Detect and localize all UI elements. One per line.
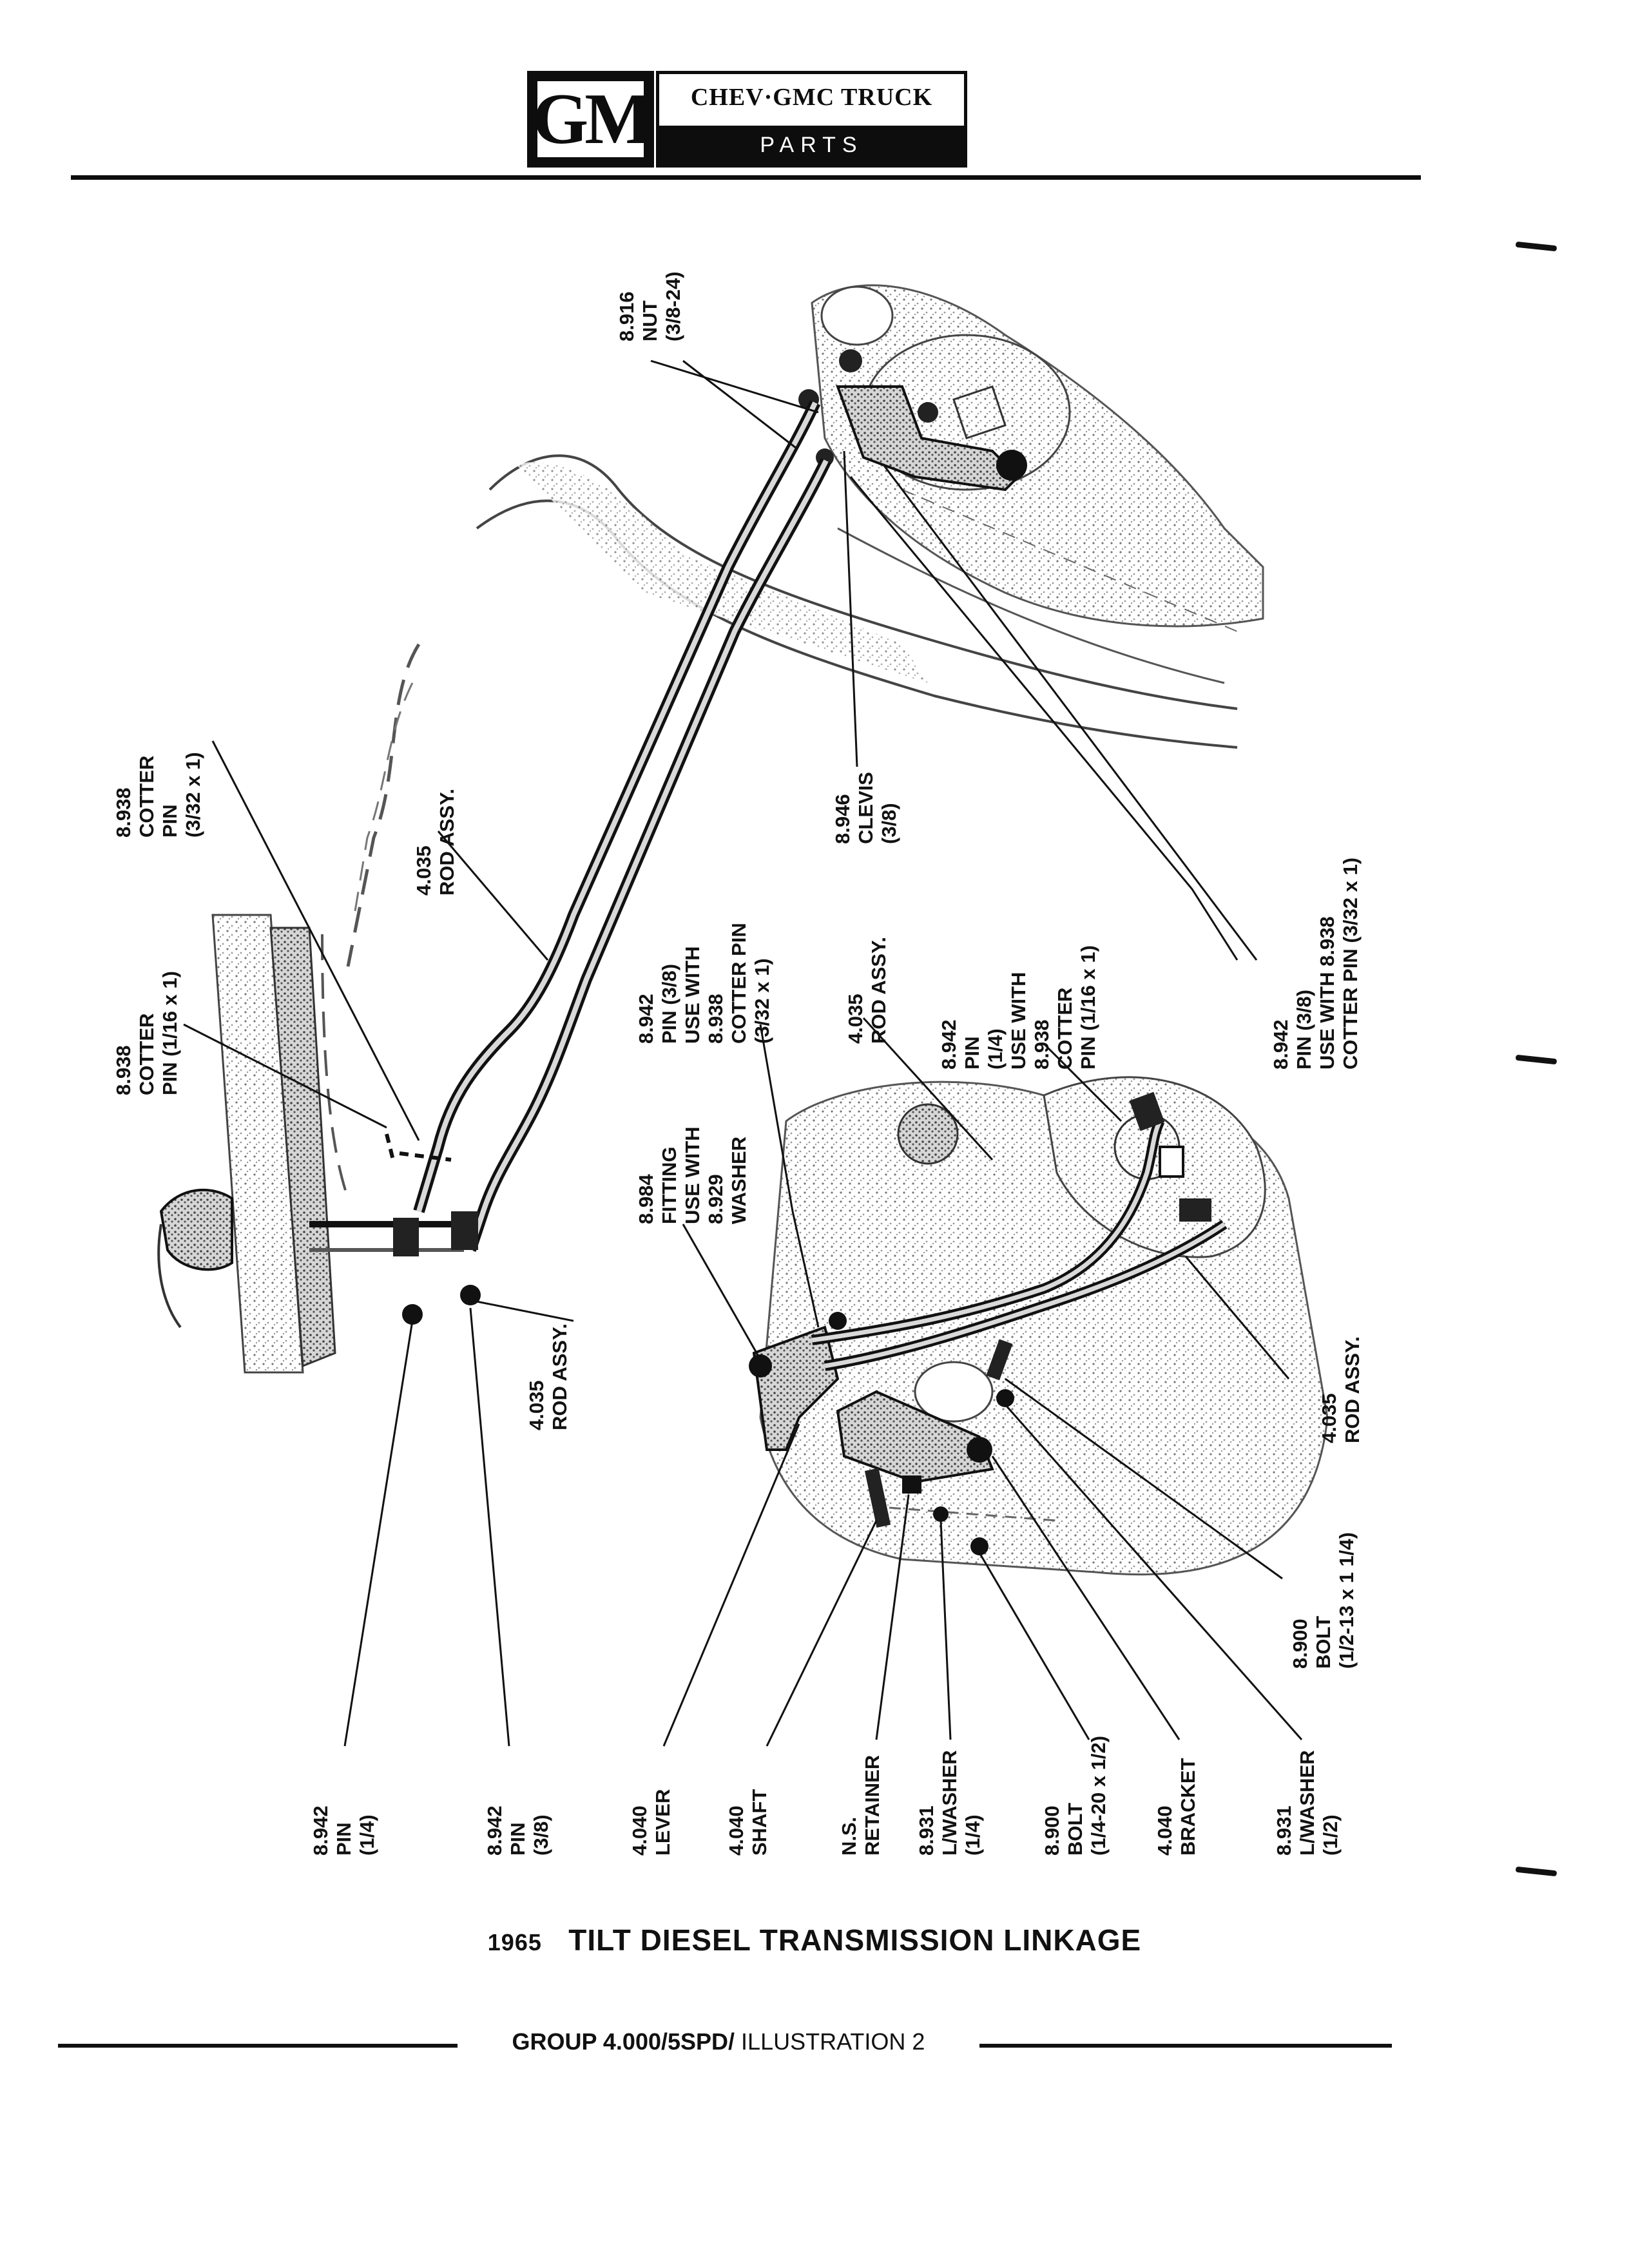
caption-title: TILT DIESEL TRANSMISSION LINKAGE bbox=[568, 1923, 1142, 1957]
footer-illustration: ILLUSTRATION 2 bbox=[735, 2028, 925, 2055]
gm-logo-text: GM bbox=[532, 79, 653, 159]
lower-lever-bracket bbox=[749, 1312, 1014, 1555]
shift-rods bbox=[413, 400, 832, 1252]
lower-transmission-housing bbox=[759, 1076, 1329, 1576]
callout-retainer-ns: N.S.RETAINER bbox=[838, 1754, 883, 1856]
footer-rule-right bbox=[979, 2044, 1392, 2048]
lower-rods bbox=[811, 1091, 1228, 1371]
steering-column-area bbox=[157, 914, 481, 1374]
footer-group-reference: GROUP 4.000/5SPD/ ILLUSTRATION 2 bbox=[470, 2028, 967, 2055]
catalog-header-box: CHEV·GMC TRUCK PARTS CATALOGUE bbox=[656, 71, 967, 196]
footer-rule-left bbox=[58, 2044, 458, 2048]
footer-group: GROUP 4.000/5SPD/ bbox=[512, 2028, 735, 2055]
figure-caption: 1965 TILT DIESEL TRANSMISSION LINKAGE bbox=[0, 1923, 1629, 1957]
catalog-title: CHEV·GMC TRUCK bbox=[690, 84, 933, 111]
gm-logo: GM bbox=[527, 71, 654, 168]
caption-year: 1965 bbox=[487, 1929, 542, 1956]
leader-lines bbox=[183, 360, 1303, 1747]
header-rule bbox=[71, 175, 1421, 180]
